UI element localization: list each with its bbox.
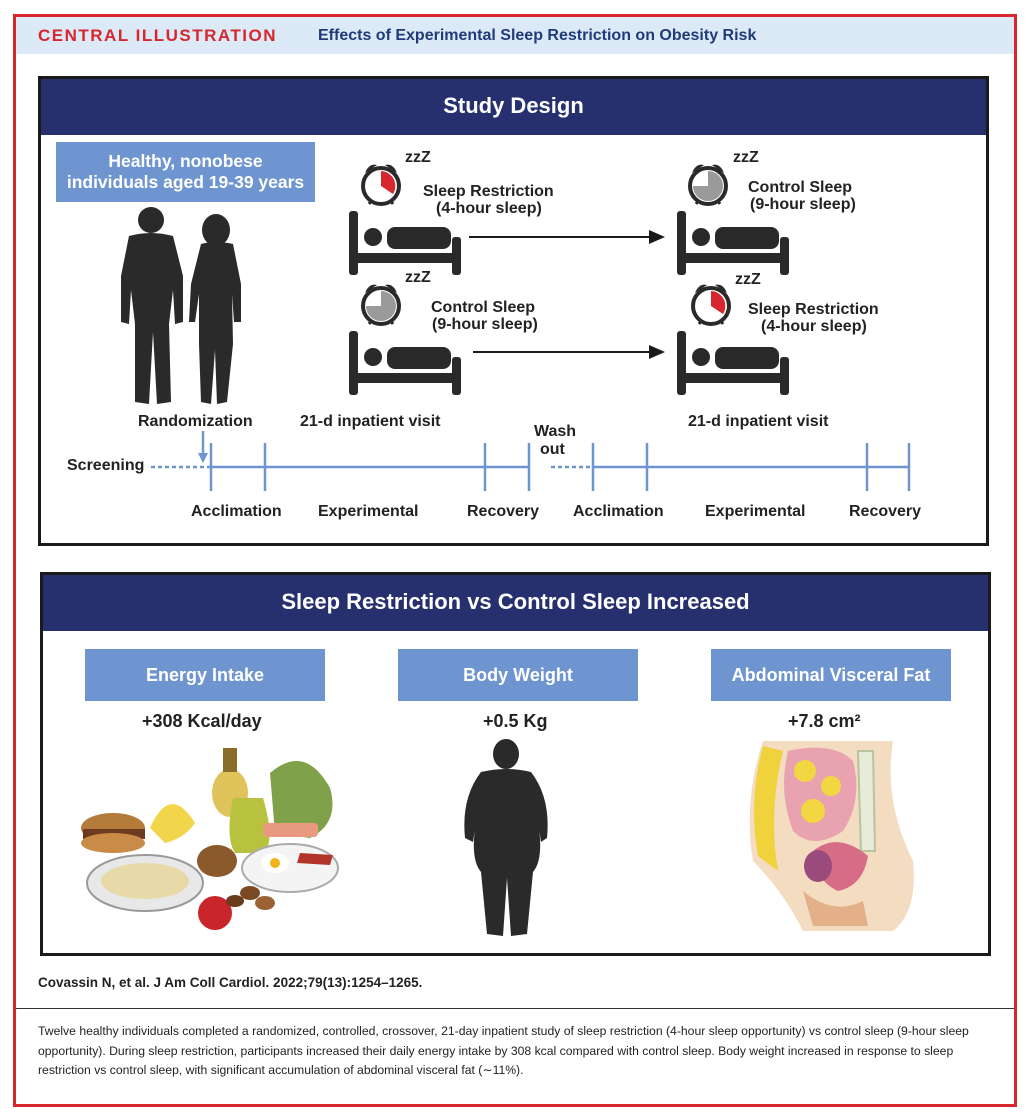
zzz-icon: zzZ <box>405 149 431 166</box>
washout-line-1: Wash <box>534 423 577 440</box>
visceral-fat-label: Abdominal Visceral Fat <box>731 664 931 685</box>
body-weight-value: +0.5 Kg <box>483 711 548 731</box>
visit2-label: 21-d inpatient visit <box>688 413 829 430</box>
figure-frame <box>13 14 1017 1107</box>
divider <box>16 1008 1014 1009</box>
arm1-second-line-1: Control Sleep <box>748 179 853 196</box>
arm2-first-line-1: Control Sleep <box>431 299 536 316</box>
study-design-panel: Study Design Healthy, nonobese individua… <box>38 76 989 546</box>
body-weight-label: Body Weight <box>463 664 573 685</box>
alarm-clock-gray-icon <box>688 164 728 206</box>
bed-icon <box>349 331 461 395</box>
zzz-icon: zzZ <box>733 149 759 166</box>
screening-label: Screening <box>67 457 145 474</box>
alarm-clock-red-icon <box>361 164 401 206</box>
results-panel: Sleep Restriction vs Control Sleep Incre… <box>40 572 991 956</box>
citation: Covassin N, et al. J Am Coll Cardiol. 20… <box>38 975 423 990</box>
population-line-1: Healthy, nonobese <box>108 151 263 171</box>
energy-intake-value: +308 Kcal/day <box>142 711 262 731</box>
energy-intake-box: Energy Intake <box>85 649 325 701</box>
population-box: Healthy, nonobese individuals aged 19-39… <box>56 142 315 202</box>
study-design-title: Study Design <box>41 79 986 135</box>
results-title: Sleep Restriction vs Control Sleep Incre… <box>43 575 988 631</box>
randomization-label: Randomization <box>138 413 253 430</box>
bed-icon <box>677 211 789 275</box>
arm1-first-line-2: (4-hour sleep) <box>436 200 542 217</box>
body-silhouette-icon <box>464 739 548 936</box>
phase-recovery-1: Recovery <box>467 503 540 520</box>
figure-header: CENTRAL ILLUSTRATION Effects of Experime… <box>16 17 1014 54</box>
arm2-second-line-2: (4-hour sleep) <box>761 318 867 335</box>
arrow-icon <box>469 230 665 244</box>
phase-experimental-2: Experimental <box>705 503 806 520</box>
phase-acclimation-2: Acclimation <box>573 503 664 520</box>
people-silhouette-icon <box>121 207 241 404</box>
phase-recovery-2: Recovery <box>849 503 922 520</box>
bed-icon <box>677 331 789 395</box>
arm2-second-line-1: Sleep Restriction <box>748 301 879 318</box>
arm1-second-line-2: (9-hour sleep) <box>750 196 856 213</box>
visit1-label: 21-d inpatient visit <box>300 413 441 430</box>
figure-title: Effects of Experimental Sleep Restrictio… <box>318 27 757 44</box>
zzz-icon: zzZ <box>735 271 761 288</box>
washout-line-2: out <box>540 441 565 458</box>
zzz-icon: zzZ <box>405 269 431 286</box>
phase-experimental-1: Experimental <box>318 503 419 520</box>
arrow-icon <box>473 345 665 359</box>
bed-icon <box>349 211 461 275</box>
abdominal-anatomy-icon <box>749 741 914 931</box>
alarm-clock-red-icon <box>691 284 731 326</box>
food-icon <box>81 748 339 930</box>
visceral-fat-box: Abdominal Visceral Fat <box>711 649 951 701</box>
phase-acclimation-1: Acclimation <box>191 503 282 520</box>
study-timeline <box>151 431 911 491</box>
caption: Twelve healthy individuals completed a r… <box>38 1024 969 1077</box>
body-weight-box: Body Weight <box>398 649 638 701</box>
arm1-first-line-1: Sleep Restriction <box>423 183 554 200</box>
central-illustration-tag: CENTRAL ILLUSTRATION <box>38 26 278 45</box>
population-line-2: individuals aged 19-39 years <box>66 172 305 192</box>
alarm-clock-gray-icon <box>361 284 401 326</box>
visceral-fat-value: +7.8 cm² <box>788 711 861 731</box>
arm2-first-line-2: (9-hour sleep) <box>432 316 538 333</box>
energy-intake-label: Energy Intake <box>145 664 265 685</box>
